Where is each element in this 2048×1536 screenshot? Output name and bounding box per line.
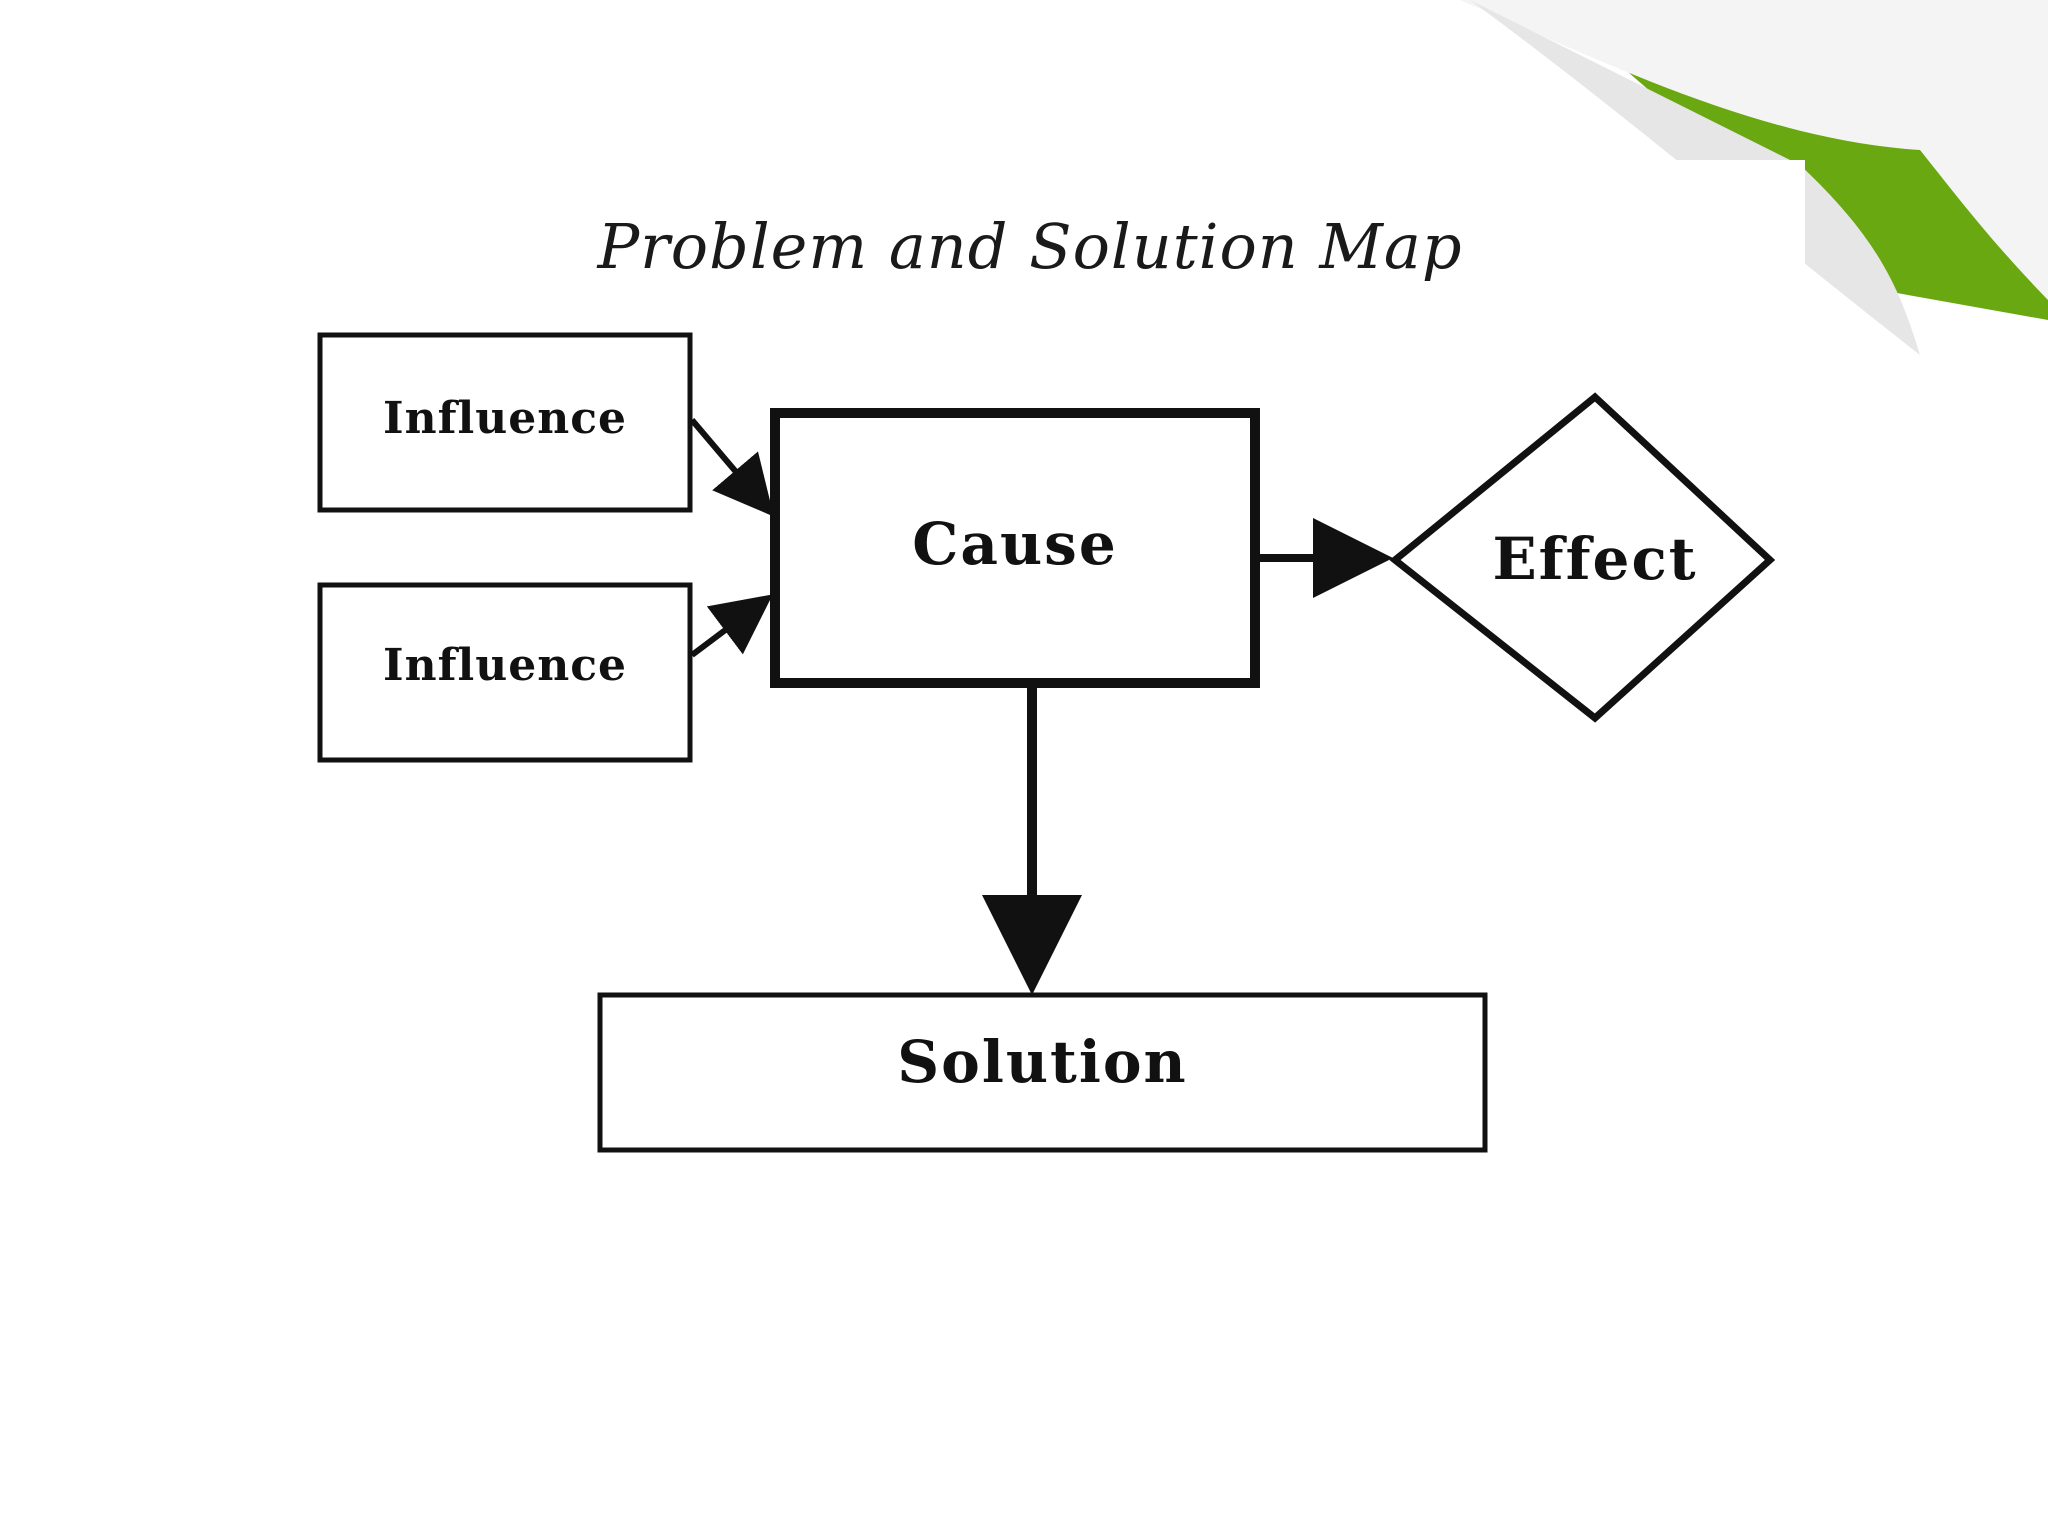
solution-box bbox=[597, 992, 1488, 1153]
arrow-influence2-to-cause bbox=[690, 594, 773, 658]
influence-label-1: Influence bbox=[383, 393, 627, 444]
paper-curl-fold bbox=[1470, 0, 1920, 355]
arrow-influence1-to-cause bbox=[689, 418, 774, 517]
influence-box-1 bbox=[317, 332, 693, 513]
effect-label: Effect bbox=[1492, 525, 1698, 593]
cause-box bbox=[770, 408, 1260, 688]
influence-box-2 bbox=[317, 582, 693, 763]
cause-label: Cause bbox=[912, 510, 1118, 578]
influence-label-2: Influence bbox=[383, 640, 627, 691]
solution-label: Solution bbox=[897, 1028, 1188, 1096]
paper-curl bbox=[1460, 0, 2048, 300]
diagram-title: Problem and Solution Map bbox=[597, 210, 1463, 283]
effect-diamond bbox=[1389, 392, 1776, 723]
